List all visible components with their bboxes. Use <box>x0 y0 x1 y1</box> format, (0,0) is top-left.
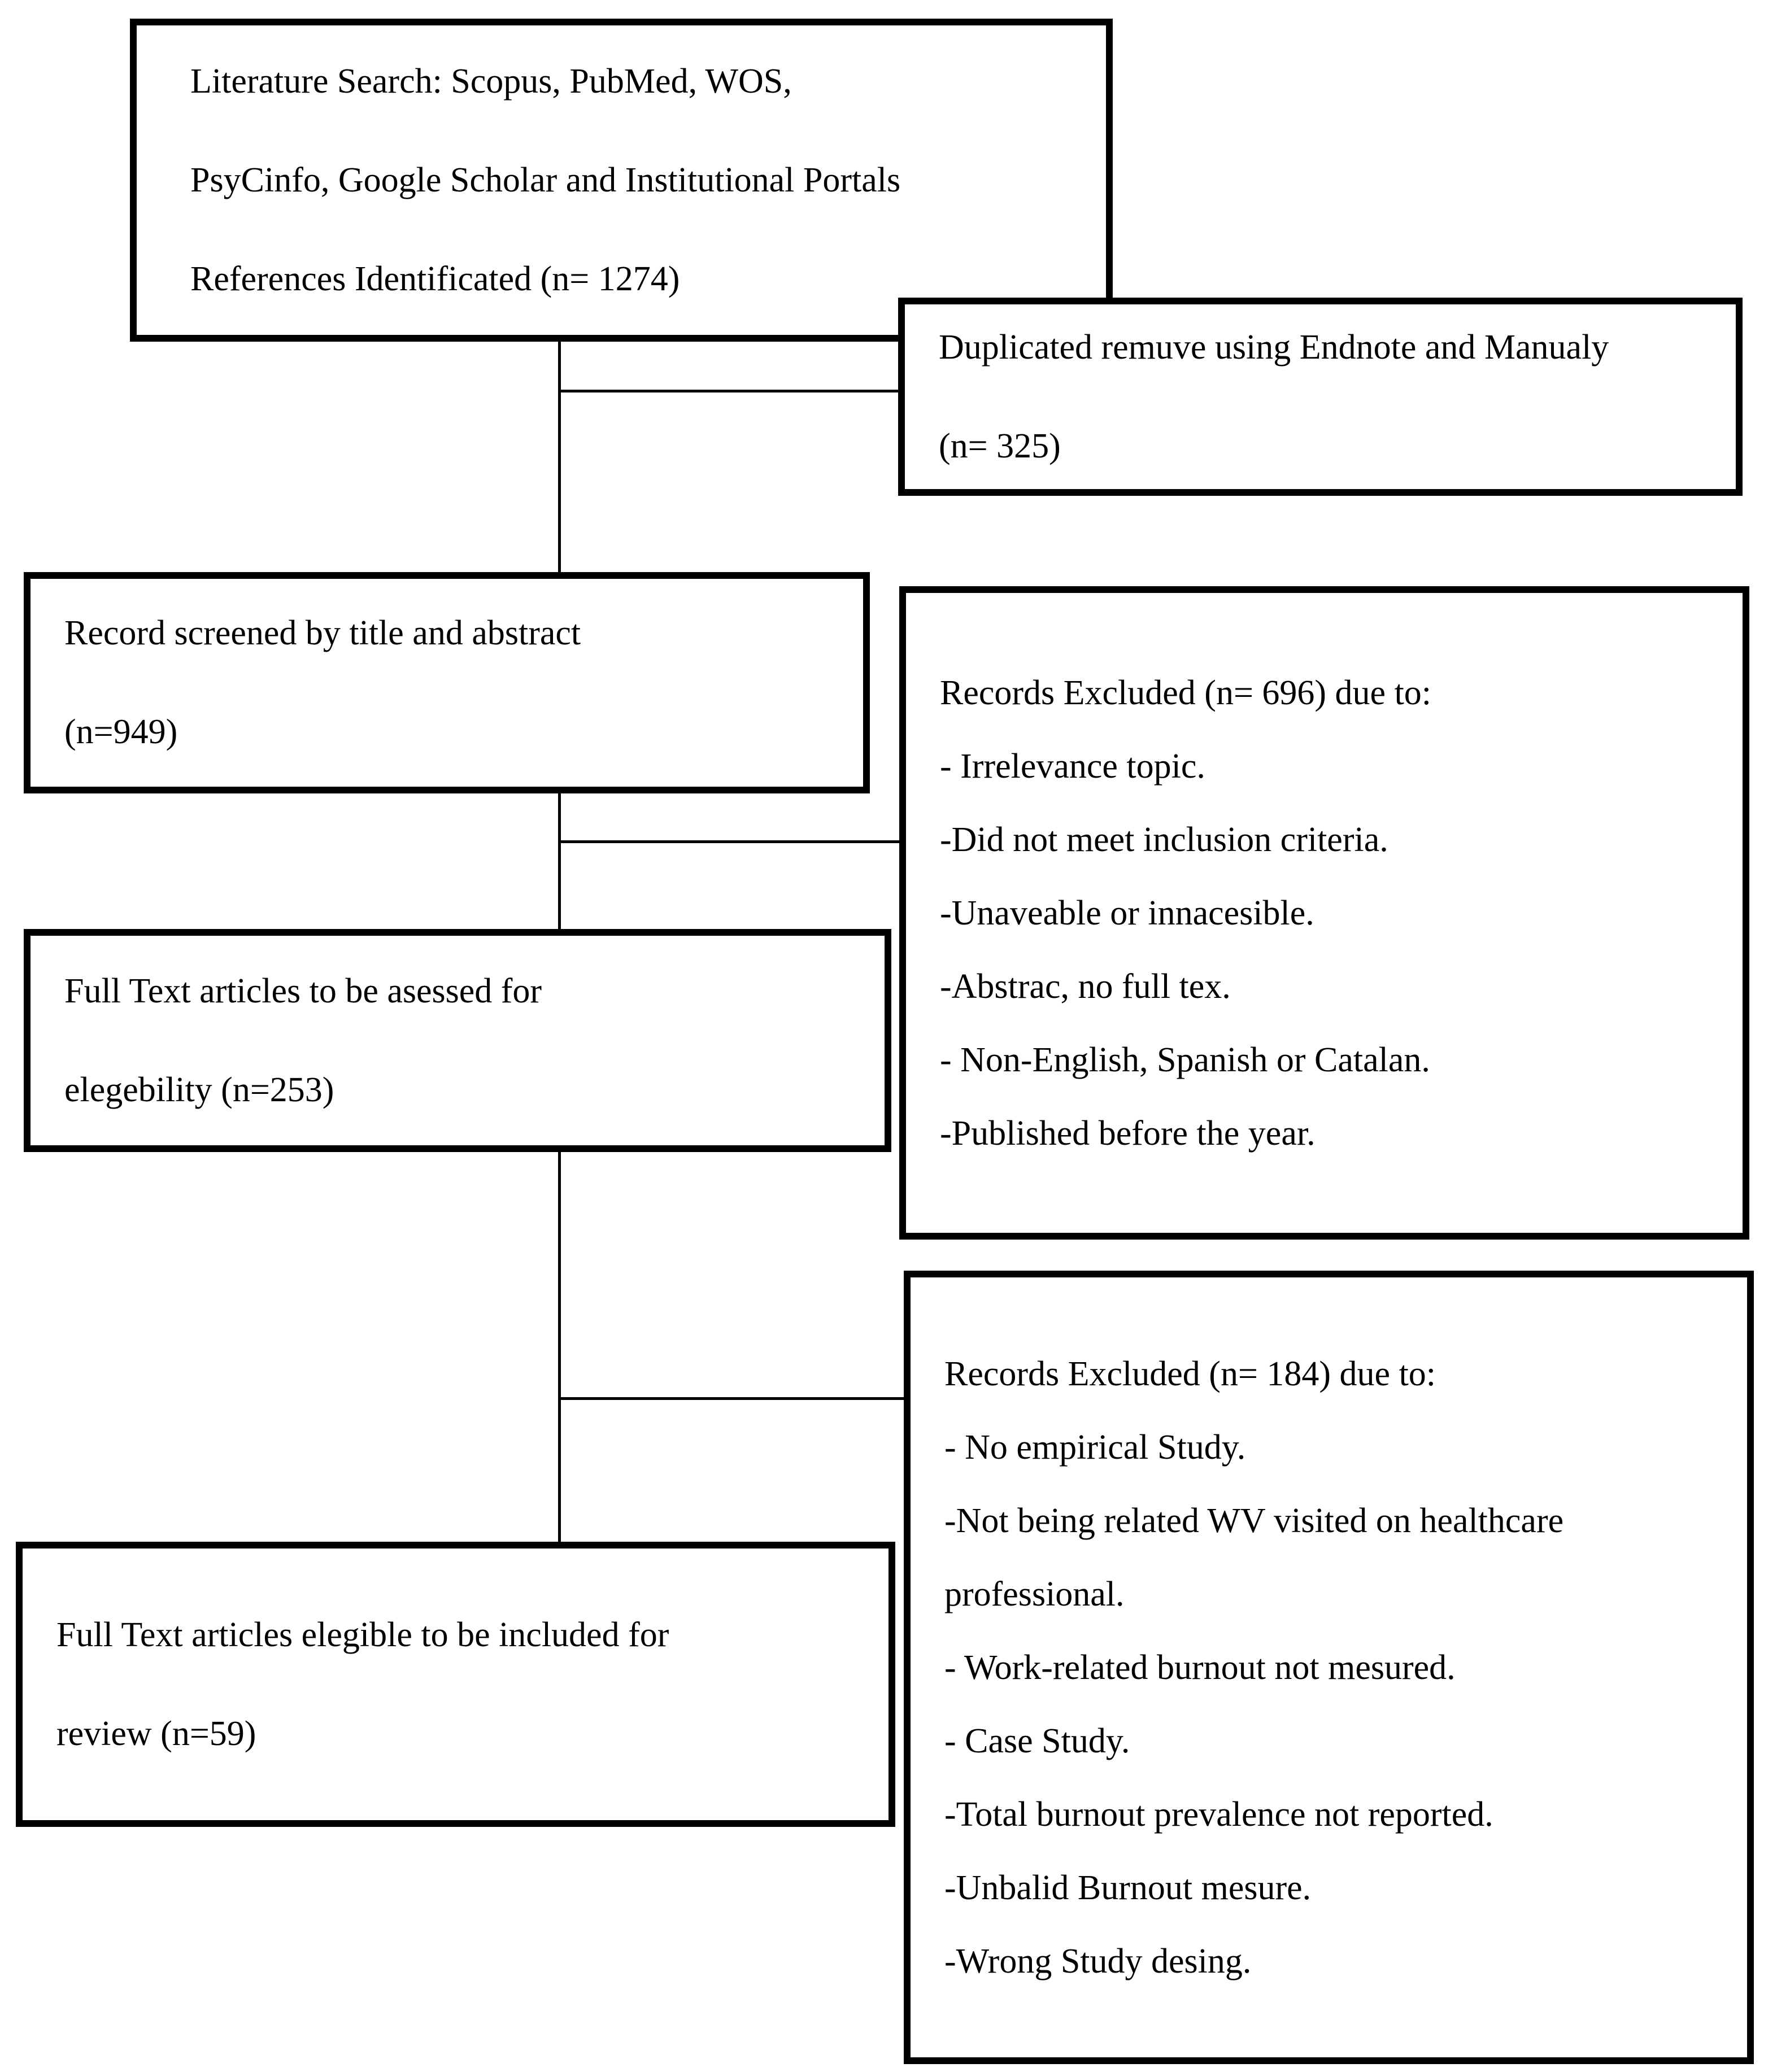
fulltext-line-1: Full Text articles to be asessed for <box>64 971 542 1010</box>
excluded-screening-item-2: -Did not meet inclusion criteria. <box>940 820 1388 859</box>
included-review-box: Full Text articles elegible to be includ… <box>16 1542 895 1827</box>
excluded-screening-item-6: -Published before the year. <box>940 1114 1316 1153</box>
excluded-fulltext-item-2: -Not being related WV visited on healthc… <box>944 1501 1564 1540</box>
excluded-fulltext-header: Records Excluded (n= 184) due to: <box>944 1354 1436 1393</box>
included-line-2: review (n=59) <box>56 1714 256 1753</box>
duplicates-line-2: (n= 325) <box>939 426 1061 465</box>
excluded-fulltext-box: Records Excluded (n= 184) due to: - No e… <box>904 1271 1754 2064</box>
excluded-screening-item-3: -Unaveable or innacesible. <box>940 893 1314 932</box>
excluded-fulltext-item-6: -Unbalid Burnout mesure. <box>944 1868 1312 1907</box>
excluded-fulltext-item-2-wrap: professional. <box>944 1574 1125 1613</box>
duplicates-removed-box: Duplicated remuve using Endnote and Manu… <box>898 298 1743 496</box>
connector-branch-to-excluded-screening <box>558 840 899 843</box>
identification-line-1: Literature Search: Scopus, PubMed, WOS, <box>190 62 792 101</box>
identification-line-2: PsyCinfo, Google Scholar and Institution… <box>190 160 901 199</box>
identification-line-3: References Identificated (n= 1274) <box>190 259 680 298</box>
included-line-1: Full Text articles elegible to be includ… <box>56 1615 669 1654</box>
excluded-fulltext-item-1: - No empirical Study. <box>944 1428 1246 1467</box>
fulltext-line-2: elegebility (n=253) <box>64 1070 334 1109</box>
excluded-screening-item-1: - Irrelevance topic. <box>940 747 1205 786</box>
excluded-screening-box: Records Excluded (n= 696) due to: - Irre… <box>899 586 1749 1240</box>
fulltext-assessed-box: Full Text articles to be asessed for ele… <box>24 929 891 1152</box>
excluded-screening-item-5: - Non-English, Spanish or Catalan. <box>940 1040 1430 1079</box>
records-screened-box: Record screened by title and abstract (n… <box>24 572 870 793</box>
screened-line-2: (n=949) <box>64 713 178 751</box>
connector-branch-to-excluded-fulltext <box>558 1397 904 1400</box>
excluded-screening-header: Records Excluded (n= 696) due to: <box>940 673 1432 712</box>
connector-fulltext-to-included <box>558 1152 561 1545</box>
connector-screened-to-fulltext <box>558 793 561 932</box>
screened-line-1: Record screened by title and abstract <box>64 614 581 652</box>
excluded-fulltext-item-3: - Work-related burnout not mesured. <box>944 1648 1456 1687</box>
excluded-fulltext-item-7: -Wrong Study desing. <box>944 1942 1252 1981</box>
duplicates-line-1: Duplicated remuve using Endnote and Manu… <box>939 328 1609 367</box>
connector-branch-to-duplicates <box>558 390 898 392</box>
identification-box: Literature Search: Scopus, PubMed, WOS, … <box>130 19 1113 342</box>
connector-identification-to-screened <box>558 342 561 575</box>
excluded-fulltext-item-4: - Case Study. <box>944 1721 1130 1760</box>
excluded-fulltext-item-5: -Total burnout prevalence not reported. <box>944 1795 1493 1834</box>
excluded-screening-item-4: -Abstrac, no full tex. <box>940 967 1231 1006</box>
